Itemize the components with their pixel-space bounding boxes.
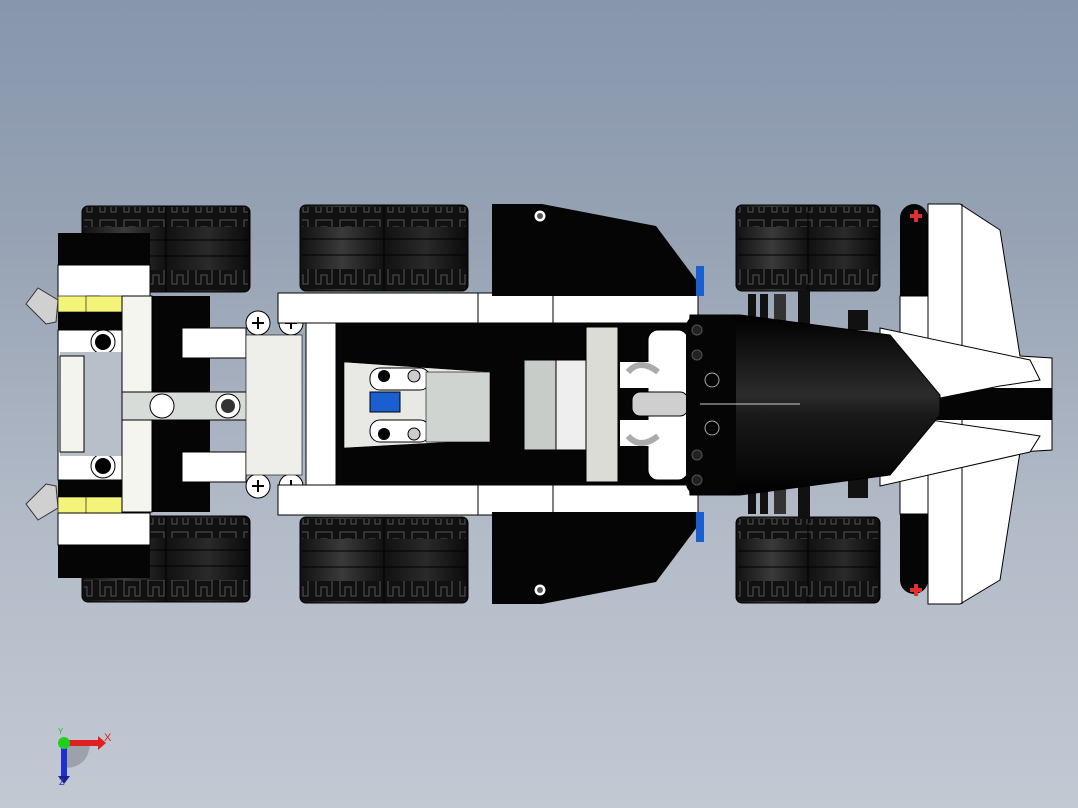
x-axis-label: X (104, 732, 112, 744)
main-chassis[interactable] (277, 292, 699, 516)
side-panel-top[interactable] (492, 204, 704, 296)
nose-cone[interactable] (686, 314, 1041, 496)
side-panel-bottom[interactable] (492, 512, 704, 604)
red-plus-marker-bottom (910, 584, 922, 596)
wheel-mid-bottom[interactable] (299, 516, 469, 604)
cross-axle-connectors (245, 310, 304, 499)
triad-graphic (58, 736, 106, 784)
y-axis-label: Y (58, 727, 64, 736)
wheel-front-bottom[interactable] (735, 516, 881, 604)
z-axis-label: Z (59, 777, 65, 787)
wheel-front-top[interactable] (735, 204, 881, 292)
wheel-mid-top[interactable] (299, 204, 469, 292)
red-plus-marker-top (910, 210, 922, 222)
hub-holes (691, 324, 720, 486)
front-axle (748, 290, 868, 518)
rear-frame[interactable] (121, 295, 304, 513)
axis-triad[interactable]: X Y Z (50, 728, 130, 790)
